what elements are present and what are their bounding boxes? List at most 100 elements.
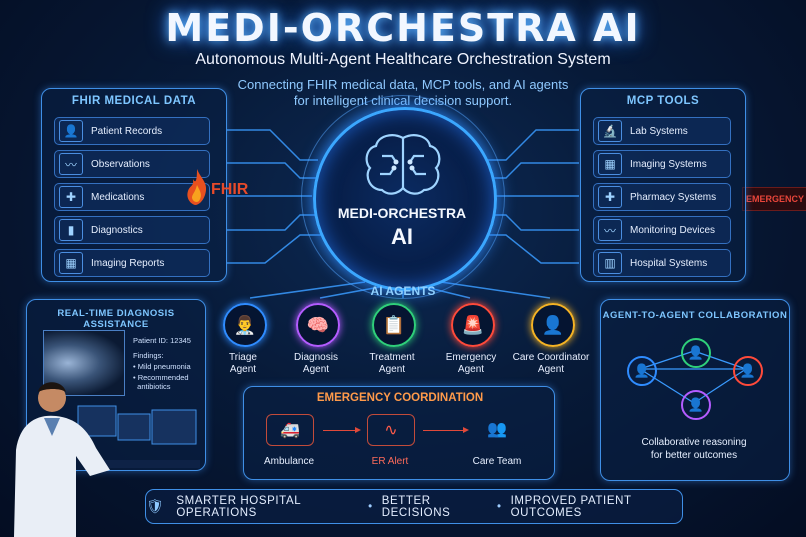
emergency-step-label: Ambulance bbox=[263, 456, 315, 467]
care-coordinator-agent-badge[interactable]: 👤 bbox=[531, 303, 575, 347]
mcp-item-lab-systems[interactable]: 🔬 Lab Systems bbox=[593, 117, 731, 145]
findings-label: Findings: bbox=[133, 351, 164, 360]
fhir-panel-title: FHIR MEDICAL DATA bbox=[71, 95, 197, 107]
mcp-panel-title: MCP TOOLS bbox=[626, 95, 700, 107]
fhir-logo-text: FHIR bbox=[211, 181, 249, 198]
emergency-agent-badge[interactable]: 🚨 bbox=[451, 303, 495, 347]
heart-monitor-icon: 〰 bbox=[59, 153, 83, 175]
emergency-coordination-panel bbox=[243, 386, 555, 480]
team-icon[interactable]: 👥 bbox=[487, 421, 507, 438]
collab-agent-purple: 👤 bbox=[681, 390, 711, 420]
core-label-line-2: AI bbox=[391, 224, 413, 249]
agent-collaboration-panel: AGENT-TO-AGENT COLLABORATION bbox=[600, 299, 790, 481]
brain-icon: 🧠 bbox=[306, 314, 330, 335]
collab-agent-red: 👤 bbox=[733, 356, 763, 386]
mcp-item-label: Imaging Systems bbox=[630, 158, 707, 170]
mcp-item-pharmacy-systems[interactable]: ✚ Pharmacy Systems bbox=[593, 183, 731, 211]
mcp-item-imaging-systems[interactable]: ▦ Imaging Systems bbox=[593, 150, 731, 178]
mcp-item-label: Pharmacy Systems bbox=[630, 191, 717, 203]
collaboration-caption-line: Collaborative reasoning bbox=[641, 437, 747, 448]
agent-label-line: Triage bbox=[229, 352, 257, 363]
agent-label-line: Care Coordinator bbox=[512, 352, 590, 363]
collab-agent-blue: 👤 bbox=[627, 356, 657, 386]
page-title: MEDI-ORCHESTRA AI bbox=[165, 6, 641, 50]
agent-label-line: Agent bbox=[229, 364, 257, 375]
fhir-item-imaging-reports[interactable]: ▦ Imaging Reports bbox=[54, 249, 210, 277]
arrow-icon bbox=[323, 427, 361, 433]
core-outer-ring bbox=[301, 95, 505, 299]
fhir-item-observations[interactable]: 〰 Observations bbox=[54, 150, 210, 178]
brain-icon bbox=[365, 134, 441, 195]
collaboration-caption: Collaborative reasoning for better outco… bbox=[600, 436, 788, 462]
agent-label-line: Agent bbox=[457, 364, 485, 375]
diagnosis-panel-title: REAL-TIME DIAGNOSIS ASSISTANCE bbox=[57, 308, 175, 330]
test-tube-icon: ▮ bbox=[59, 219, 83, 241]
microscope-icon: 🔬 bbox=[598, 120, 622, 142]
fhir-item-diagnostics[interactable]: ▮ Diagnostics bbox=[54, 216, 210, 244]
siren-icon: 🚨 bbox=[461, 314, 485, 335]
fhir-item-label: Imaging Reports bbox=[91, 257, 165, 269]
agent-label-line: Agent bbox=[378, 364, 406, 375]
doctor-icon: 👨‍⚕️ bbox=[233, 314, 257, 335]
emergency-step-label: ER Alert bbox=[371, 456, 409, 467]
emergency-coordination-title: EMERGENCY COORDINATION bbox=[316, 392, 484, 404]
pulse-icon[interactable]: ∿ bbox=[367, 414, 415, 446]
fhir-logo: FHIR bbox=[183, 167, 253, 207]
triage-agent-badge[interactable]: 👨‍⚕️ bbox=[223, 303, 267, 347]
mcp-item-label: Hospital Systems bbox=[630, 257, 708, 269]
finding-mild-pneumonia: • Mild pneumonia bbox=[133, 362, 191, 371]
treatment-agent-badge[interactable]: 📋 bbox=[372, 303, 416, 347]
footer-item: BETTER DECISIONS bbox=[381, 494, 451, 519]
footer-item: IMPROVED PATIENT OUTCOMES bbox=[510, 494, 632, 519]
fhir-item-label: Diagnostics bbox=[91, 224, 143, 236]
fhir-item-medications[interactable]: ✚ Medications bbox=[54, 183, 210, 211]
ambulance-icon[interactable]: 🚑 bbox=[266, 414, 314, 446]
diagnosis-agent-badge[interactable]: 🧠 bbox=[296, 303, 340, 347]
fhir-item-label: Observations bbox=[91, 158, 150, 170]
arrow-icon bbox=[423, 427, 469, 433]
tagline-line-1: Connecting FHIR medical data, MCP tools,… bbox=[237, 77, 569, 92]
fhir-item-patient-records[interactable]: 👤 Patient Records bbox=[54, 117, 210, 145]
finding-text: Mild pneumonia bbox=[137, 362, 191, 371]
emergency-sign: EMERGENCY bbox=[742, 187, 806, 211]
finding-text: Recommended bbox=[137, 373, 189, 382]
shield-lock-icon: 🛡 bbox=[146, 498, 165, 514]
collaboration-panel-title: AGENT-TO-AGENT COLLABORATION bbox=[602, 310, 788, 321]
doctor-at-workstation-illustration bbox=[14, 382, 200, 537]
medication-bottle-icon: ✚ bbox=[59, 186, 83, 208]
agent-label-line: Agent bbox=[537, 364, 565, 375]
footer-separator: • bbox=[496, 500, 502, 513]
mcp-item-hospital-systems[interactable]: ▥ Hospital Systems bbox=[593, 249, 731, 277]
coordinator-icon: 👤 bbox=[541, 314, 565, 335]
footer-separator: • bbox=[368, 500, 373, 513]
clipboard-icon: 📋 bbox=[382, 314, 406, 335]
finding-text: antibiotics bbox=[137, 382, 171, 391]
core-label-line-1: MEDI-ORCHESTRA bbox=[337, 205, 467, 221]
finding-recommended-antibiotics: • Recommended antibiotics bbox=[133, 373, 189, 391]
ai-agents-title: AI AGENTS bbox=[370, 284, 436, 298]
mcp-item-monitoring-devices[interactable]: 〰 Monitoring Devices bbox=[593, 216, 731, 244]
emergency-step-label: Care Team bbox=[472, 456, 522, 467]
ecg-monitor-icon: 〰 bbox=[598, 219, 622, 241]
fhir-item-label: Medications bbox=[91, 191, 145, 203]
mcp-tools-panel: MCP TOOLS 🔬 Lab Systems ▦ Imaging System… bbox=[580, 88, 746, 282]
collab-agent-green: 👤 bbox=[681, 338, 711, 368]
xray-monitor-icon: ▦ bbox=[598, 153, 622, 175]
hospital-icon: ▥ bbox=[598, 252, 622, 274]
xray-icon: ▦ bbox=[59, 252, 83, 274]
fhir-medical-data-panel: FHIR MEDICAL DATA 👤 Patient Records 〰 Ob… bbox=[41, 88, 227, 282]
agent-label-line: Emergency bbox=[445, 352, 497, 363]
patient-id: Patient ID: 12345 bbox=[133, 336, 191, 345]
patient-info: Patient ID: 12345 Findings: • Mild pneum… bbox=[133, 336, 203, 391]
mcp-item-label: Monitoring Devices bbox=[630, 224, 716, 236]
collaboration-caption-line: for better outcomes bbox=[650, 450, 738, 461]
pharmacy-icon: ✚ bbox=[598, 186, 622, 208]
patient-records-icon: 👤 bbox=[59, 120, 83, 142]
mcp-item-label: Lab Systems bbox=[630, 125, 688, 137]
flame-icon bbox=[187, 169, 207, 205]
